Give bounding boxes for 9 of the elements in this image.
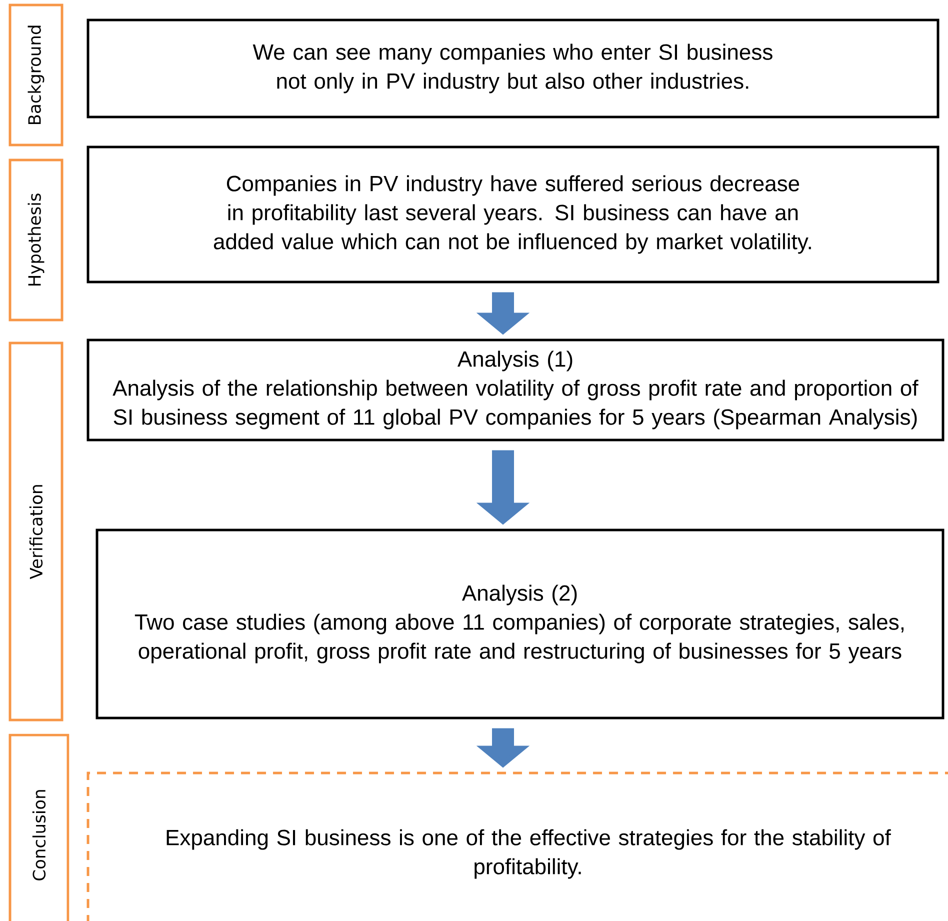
conclusion-box: Expanding SI business is one of the effective strategies for the stability of profitability. (86, 772, 948, 921)
section-label-box: Verification (8, 342, 64, 722)
section-label-box: Background (8, 4, 64, 146)
section-label-box: Hypothesis (8, 158, 64, 322)
process-box: We can see many companies who enter SI business not only in PV industry but also other industries. (86, 18, 940, 118)
process-box: Analysis (2) Two case studies (among above 11 companies) of corporate strategies, sales, operational profit, gross profit rate and restructuring of businesses for 5 years (96, 528, 944, 720)
section-label-box: Conclusion (8, 734, 70, 921)
process-box: Analysis (1) Analysis of the relationship between volatility of gross profit rate and proportion of SI business segment of 11 global PV companies for 5 years (Spearman Analysis) (86, 338, 944, 442)
process-box: Companies in PV industry have suffered serious decrease in profitability last several years. SI business can have an added value which can not be influenced by market volatility. (86, 146, 940, 284)
